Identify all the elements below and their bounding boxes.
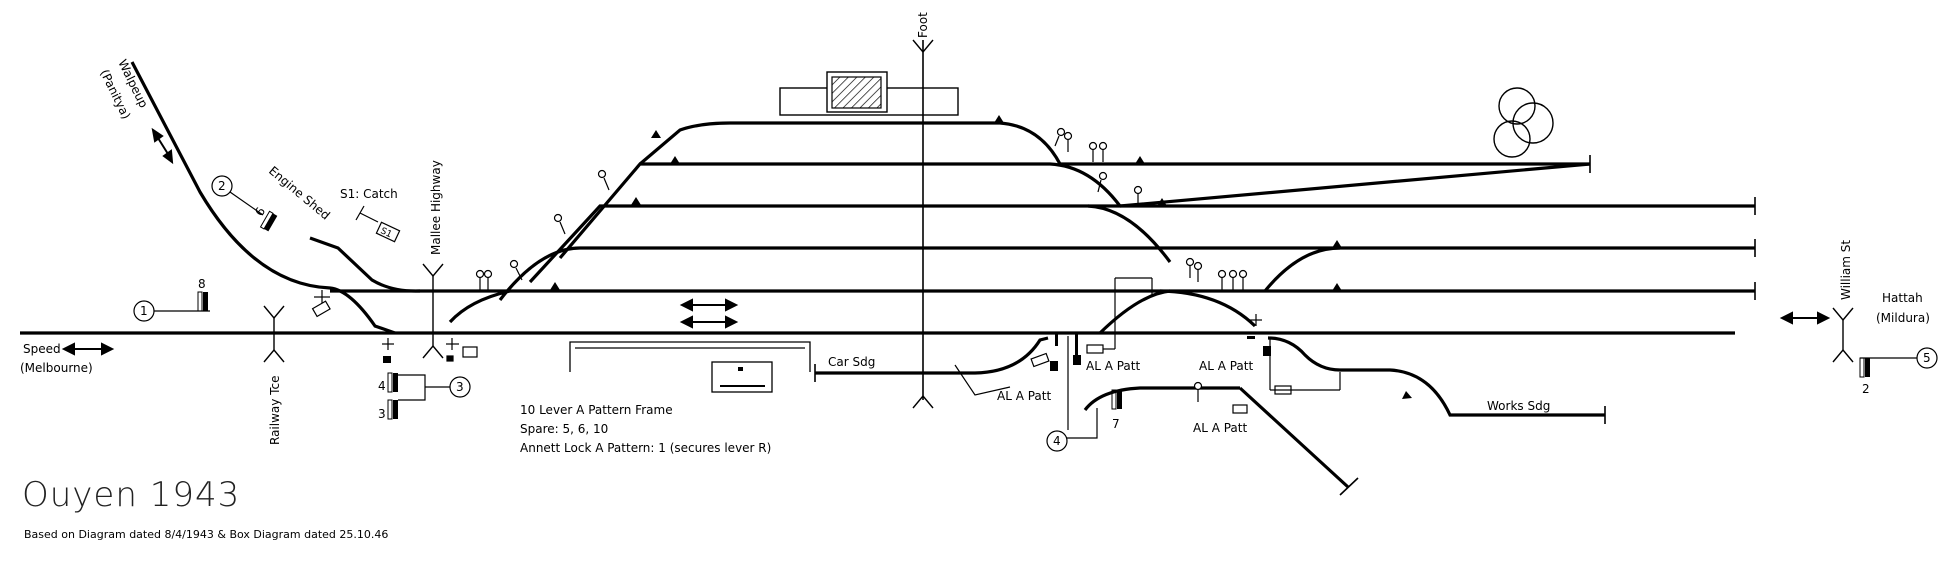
svg-text:4: 4	[1053, 434, 1061, 448]
svg-text:2: 2	[1862, 382, 1870, 396]
s1-catch: S1	[355, 205, 401, 243]
railway-tce-label: Railway Tce	[268, 376, 282, 445]
al-a-patt-label-3: AL A Patt	[1199, 359, 1253, 373]
signal-4-7-group: 7 4	[1046, 336, 1122, 452]
melbourne-label: (Melbourne)	[20, 361, 93, 375]
arrow-hattah	[1779, 311, 1831, 325]
works-sdg-label: Works Sdg	[1487, 399, 1550, 413]
point-locks	[311, 277, 1341, 414]
signal-5: 5 2	[1859, 347, 1938, 396]
arrow-walpeup	[151, 127, 174, 165]
level-crossing-railway-tce	[263, 305, 285, 363]
signal-1: 1 8	[133, 277, 210, 322]
william-st-label: William St	[1839, 240, 1853, 300]
level-crossing-william-st	[1832, 307, 1854, 363]
engine-shed-road	[309, 236, 421, 293]
svg-text:5: 5	[1923, 351, 1931, 365]
hattah-label: Hattah	[1882, 291, 1923, 305]
speed-label: Speed	[23, 342, 61, 356]
engine-shed-label: Engine Shed	[266, 164, 333, 223]
frame-note-2: Spare: 5, 6, 10	[520, 422, 608, 436]
car-sdg-trap	[954, 364, 1011, 396]
direction-arrows	[679, 298, 739, 329]
right-siding	[1263, 246, 1341, 293]
foot-label: Foot	[916, 12, 930, 38]
svg-text:2: 2	[218, 179, 226, 193]
page-title: Ouyen 1943	[22, 475, 240, 515]
yard-road-5	[558, 162, 1591, 260]
yard-road-3	[528, 204, 1172, 284]
frame-note-1: 10 Lever A Pattern Frame	[520, 403, 673, 417]
works-siding	[1267, 336, 1605, 417]
svg-text:8: 8	[198, 277, 206, 291]
shunt-signals	[475, 127, 1248, 402]
svg-text:4: 4	[378, 379, 386, 393]
mallee-highway-label: Mallee Highway	[429, 160, 443, 255]
al-a-patt-label-1: AL A Patt	[997, 389, 1051, 403]
yard-road-6	[638, 121, 1062, 166]
frame-note-3: Annett Lock A Pattern: 1 (secures lever …	[520, 441, 771, 455]
svg-text:3: 3	[378, 407, 386, 421]
al-a-patt-label-2: AL A Patt	[1086, 359, 1140, 373]
walpeup-branch-line	[130, 61, 396, 335]
car-siding	[815, 336, 1049, 375]
car-sdg-label: Car Sdg	[828, 355, 875, 369]
signal-3-4-group: 4 3 3	[378, 338, 471, 421]
arrow-speed	[61, 342, 115, 356]
mildura-label: (Mildura)	[1876, 311, 1930, 325]
catch-label: S1: Catch	[340, 187, 398, 201]
page-subtitle: Based on Diagram dated 8/4/1943 & Box Di…	[24, 528, 388, 541]
svg-text:3: 3	[456, 380, 464, 394]
svg-text:7: 7	[1112, 417, 1120, 431]
dead-end-siding	[1083, 386, 1350, 489]
water-tanks	[1493, 87, 1554, 158]
station-building-hatch	[831, 76, 882, 109]
svg-text:S1: S1	[379, 226, 394, 240]
lever-markers-solid	[1050, 332, 1271, 371]
yard-road-2	[448, 246, 1755, 324]
svg-text:1: 1	[140, 304, 148, 318]
svg-text:9: 9	[252, 205, 268, 219]
level-crossing-mallee-highway	[422, 263, 444, 359]
goods-platform-outline	[569, 341, 811, 372]
crossover-east	[1098, 289, 1171, 335]
goods-shed	[711, 361, 773, 393]
al-a-patt-label-4: AL A Patt	[1193, 421, 1247, 435]
track-markers	[550, 115, 1412, 399]
